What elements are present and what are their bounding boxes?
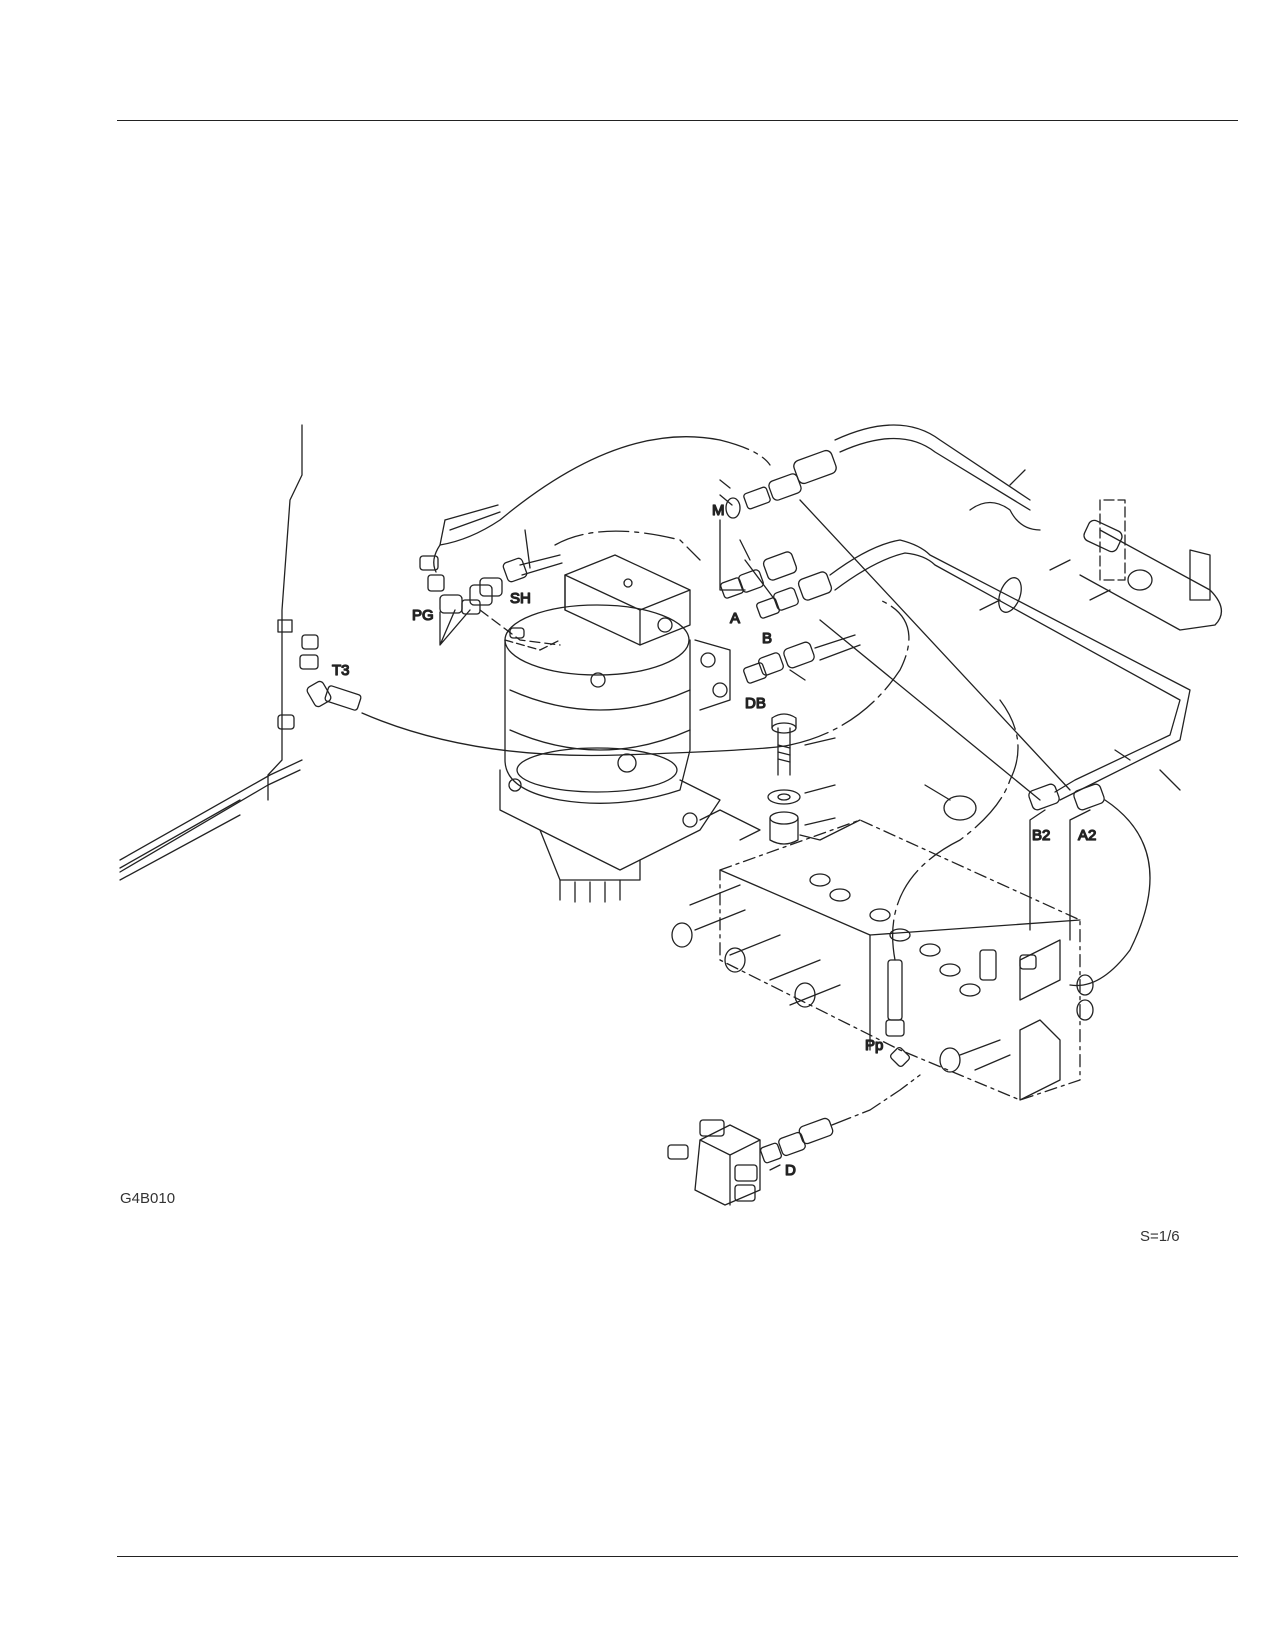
upper-hoses	[419, 436, 771, 597]
label-db: DB	[745, 695, 766, 712]
bolt-set	[767, 713, 836, 845]
label-m: M	[712, 502, 725, 519]
control-valve	[671, 699, 1094, 1101]
label-pp: Pp	[865, 1037, 883, 1054]
label-d: D	[785, 1162, 796, 1179]
port-fittings	[719, 424, 1191, 801]
label-b2: B2	[1032, 827, 1050, 844]
label-b: B	[762, 630, 772, 647]
right-cylinder	[969, 469, 1222, 631]
label-t3: T3	[332, 662, 350, 679]
header-rule	[117, 120, 1238, 121]
figure-code: G4B010	[120, 1190, 176, 1207]
d-valve	[667, 1074, 921, 1206]
t3-fitting	[306, 599, 910, 757]
footer-rule	[117, 1556, 1238, 1557]
b2-a2-fittings	[1028, 749, 1181, 987]
pg-fittings	[427, 574, 561, 646]
scale-label: S=1/6	[1140, 1228, 1180, 1245]
swing-motor	[499, 554, 731, 903]
label-pg: PG	[412, 607, 434, 624]
label-a2: A2	[1078, 827, 1096, 844]
pipe-clamps	[924, 577, 1022, 821]
left-frame	[119, 424, 319, 881]
label-sh: SH	[510, 590, 531, 607]
label-a: A	[730, 610, 740, 627]
